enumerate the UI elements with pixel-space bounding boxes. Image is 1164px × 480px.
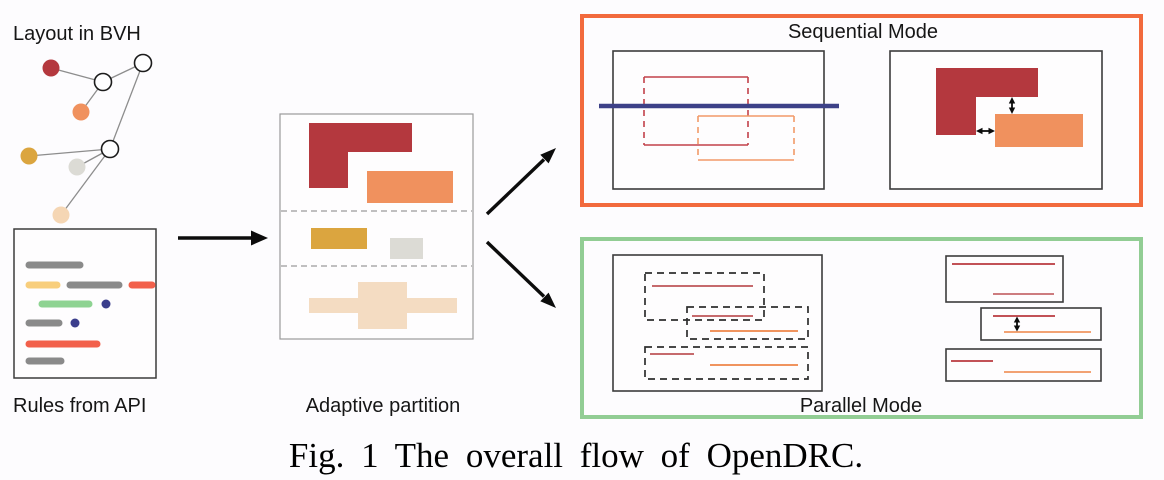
- arrow-shaft: [485, 240, 546, 298]
- bvh-edge: [109, 62, 144, 150]
- rules-code-lines: [25, 261, 156, 365]
- arrow-to-partition: [178, 230, 268, 246]
- sequential-right-layout: [889, 50, 1103, 190]
- shape-l-dark-red: [309, 123, 412, 188]
- arrow-to-parallel: [485, 240, 556, 308]
- parallel-mode-panel: Parallel Mode: [580, 237, 1143, 419]
- sequential-mode-label: Sequential Mode: [788, 21, 938, 43]
- tile-dashed: [644, 346, 809, 380]
- rules-api-label: Rules from API: [13, 395, 146, 417]
- bvh-leaf-dark-red: [42, 59, 60, 77]
- shape-rect-gold: [311, 228, 367, 249]
- bvh-leaf-nodes: [20, 59, 90, 224]
- parallel-right-tiles: [945, 255, 1102, 382]
- shape-l-dark-red: [936, 68, 1038, 135]
- arrow-head: [1008, 97, 1016, 104]
- parallel-mode-label: Parallel Mode: [800, 395, 922, 417]
- arrow-head: [1013, 325, 1021, 332]
- bvh-leaf-peach: [52, 206, 70, 224]
- bvh-internal-nodes: [93, 53, 153, 159]
- parallel-left-wires: [650, 285, 798, 366]
- parallel-tiles-dashed: [644, 272, 809, 380]
- tile-dashed: [686, 306, 809, 340]
- spacing-arrow-vertical: [1008, 97, 1016, 114]
- bvh-internal-node: [100, 139, 120, 159]
- shape-rect-orange: [367, 171, 453, 203]
- adaptive-partition-label: Adaptive partition: [306, 395, 461, 417]
- layout-bvh-label: Layout in BVH: [13, 23, 141, 45]
- bvh-edge: [28, 148, 111, 157]
- bvh-internal-node: [133, 53, 153, 73]
- tile-solid: [945, 255, 1064, 303]
- tile-solid: [945, 348, 1102, 382]
- bvh-graph: [28, 62, 144, 216]
- arrow-head: [1008, 107, 1016, 114]
- figure-caption: Fig. 1 The overall flow of OpenDRC.: [289, 436, 863, 475]
- spacing-arrow-vertical: [1013, 316, 1021, 332]
- code-dot-navy: [70, 318, 80, 328]
- bvh-leaf-gray: [68, 158, 86, 176]
- rules-box: [13, 228, 157, 379]
- layout-window-frame: [612, 254, 823, 392]
- bvh-internal-node: [93, 72, 113, 92]
- arrow-head: [251, 230, 268, 246]
- tile-solid: [980, 307, 1102, 341]
- arrow-head: [988, 127, 995, 135]
- arrow-to-sequential: [485, 148, 556, 216]
- arrow-head: [1013, 316, 1021, 323]
- rules-box-frame: [13, 228, 157, 379]
- bbox-red: [643, 76, 749, 146]
- adaptive-partition-panel: [279, 113, 474, 340]
- shape-rect-gray: [390, 238, 423, 259]
- sequential-left-layout: [599, 50, 839, 190]
- parallel-frame: [580, 237, 1143, 419]
- arrow-head: [540, 292, 556, 308]
- arrow-head: [540, 148, 556, 164]
- code-dot-navy: [101, 299, 111, 309]
- arrow-head: [976, 127, 983, 135]
- spacing-arrow-horizontal: [976, 127, 995, 135]
- layout-window-frame: [612, 50, 825, 190]
- shape-cross-peach: [309, 282, 457, 329]
- bvh-leaf-orange: [72, 103, 90, 121]
- sequential-mode-panel: Sequential Mode: [580, 14, 1143, 207]
- bvh-leaf-gold: [20, 147, 38, 165]
- bvh-edge: [60, 148, 111, 216]
- arrow-shaft: [485, 158, 546, 216]
- bbox-orange: [697, 115, 795, 161]
- shape-rect-orange: [995, 114, 1083, 147]
- sequential-frame: [580, 14, 1143, 207]
- parallel-left-layout: [612, 254, 823, 392]
- flow-arrows: [178, 148, 556, 308]
